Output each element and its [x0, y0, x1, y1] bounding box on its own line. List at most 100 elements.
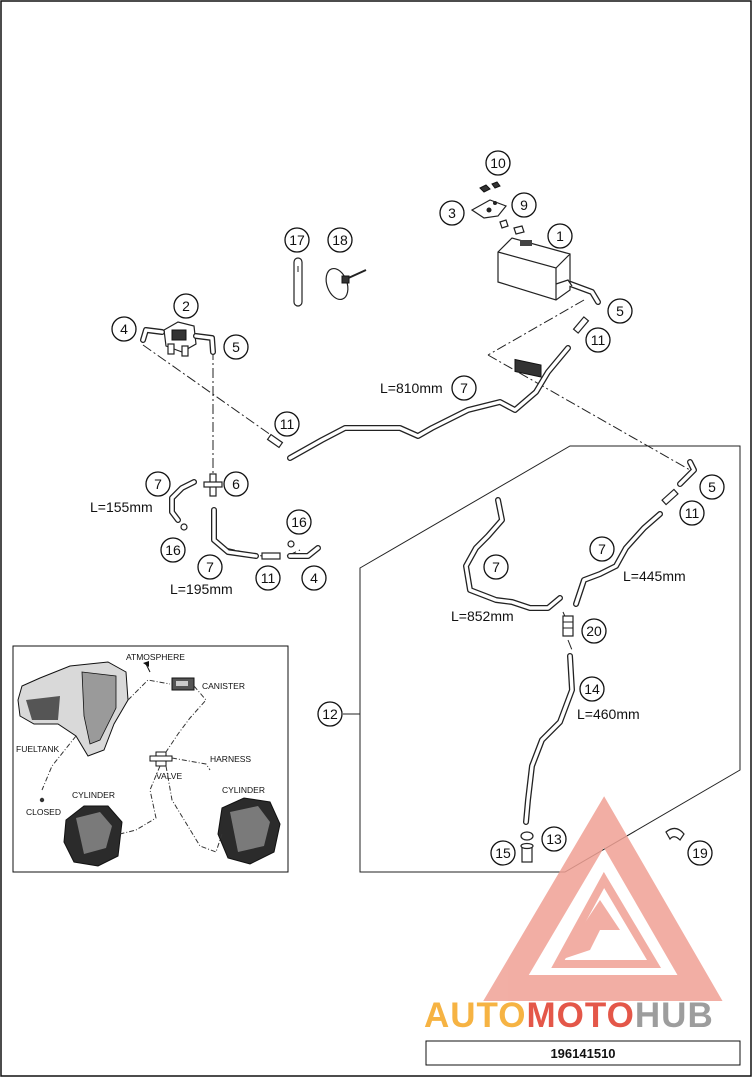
cylinder-right-drawing — [217, 797, 281, 865]
fueltank-drawing — [17, 661, 129, 757]
svg-text:5: 5 — [708, 479, 716, 495]
watermark-logo — [483, 796, 723, 1001]
svg-text:7: 7 — [460, 380, 468, 396]
callout-14: 14 — [579, 676, 605, 702]
schematic-label-cylinder-right: CYLINDER — [222, 785, 265, 795]
fitting-11-canister — [572, 316, 590, 334]
length-label-445: L=445mm — [623, 568, 686, 584]
callout-17: 17 — [284, 227, 310, 253]
callout-7-155: 7 — [145, 471, 171, 497]
callout-5-right: 5 — [699, 474, 725, 500]
svg-text:7: 7 — [206, 559, 214, 575]
schematic-label-closed: CLOSED — [26, 807, 61, 817]
svg-text:5: 5 — [616, 303, 624, 319]
svg-text:11: 11 — [280, 416, 295, 432]
callout-11-upper-left: 11 — [274, 411, 300, 437]
svg-text:11: 11 — [685, 505, 700, 521]
svg-text:15: 15 — [495, 845, 511, 861]
callout-7-810: 7 — [451, 375, 477, 401]
canister-bracket — [470, 181, 525, 235]
cylinder-left-drawing — [63, 805, 123, 867]
watermark-text-moto: MOTO — [527, 996, 635, 1035]
watermark-text: AUTOMOTOHUB — [424, 996, 714, 1035]
clamp-19 — [665, 827, 685, 841]
hose-810 — [287, 345, 571, 461]
svg-text:10: 10 — [490, 155, 506, 171]
length-label-852: L=852mm — [451, 608, 514, 624]
schematic-label-cylinder-left: CYLINDER — [72, 790, 115, 800]
svg-text:4: 4 — [120, 321, 128, 337]
clamp-13 — [520, 831, 534, 841]
hose-460 — [523, 653, 575, 825]
svg-text:7: 7 — [598, 541, 606, 557]
callout-2: 2 — [173, 293, 199, 319]
callout-11-lower: 11 — [255, 565, 281, 591]
fitting-20 — [562, 615, 574, 637]
watermark-text-auto: AUTO — [424, 996, 527, 1035]
length-label-155: L=155mm — [90, 499, 153, 515]
callout-10: 10 — [485, 150, 511, 176]
svg-text:4: 4 — [310, 570, 318, 586]
callout-7-852: 7 — [483, 554, 509, 580]
schematic-label-fueltank: FUELTANK — [16, 744, 59, 754]
svg-text:13: 13 — [546, 831, 562, 847]
callout-6: 6 — [223, 471, 249, 497]
callout-4-upper: 4 — [111, 316, 137, 342]
purge-valve — [140, 321, 216, 357]
part-number: 196141510 — [550, 1046, 615, 1061]
callout-4-lower: 4 — [301, 565, 327, 591]
schematic-label-valve: VALVE — [156, 771, 182, 781]
svg-text:18: 18 — [332, 232, 348, 248]
svg-text:16: 16 — [165, 542, 181, 558]
canister — [497, 237, 573, 378]
canister-drawing-mini — [171, 677, 195, 691]
svg-text:2: 2 — [182, 298, 190, 314]
hose-4-lower — [287, 540, 321, 559]
length-label-810: L=810mm — [380, 380, 443, 396]
hose-canister-outlet — [562, 279, 601, 305]
svg-text:7: 7 — [492, 559, 500, 575]
svg-text:9: 9 — [520, 197, 528, 213]
hose-445 — [573, 459, 697, 607]
callout-20: 20 — [581, 618, 607, 644]
callout-5-canister: 5 — [607, 298, 633, 324]
callout-15: 15 — [490, 840, 516, 866]
schematic-label-atmosphere: ATMOSPHERE — [126, 652, 185, 662]
callout-1: 1 — [547, 223, 573, 249]
svg-text:19: 19 — [692, 845, 708, 861]
callout-7-445: 7 — [589, 536, 615, 562]
callout-7-195: 7 — [197, 554, 223, 580]
cable-tie-17 — [293, 257, 303, 307]
cable-tie-18 — [325, 267, 367, 301]
callout-11-canister: 11 — [585, 327, 611, 353]
section-12-outline — [343, 445, 741, 873]
callout-18: 18 — [327, 227, 353, 253]
svg-text:16: 16 — [291, 514, 307, 530]
callout-13: 13 — [541, 826, 567, 852]
callout-16-left: 16 — [160, 537, 186, 563]
callout-9: 9 — [511, 192, 537, 218]
hose-852 — [463, 497, 563, 611]
watermark-text-hub: HUB — [635, 996, 714, 1035]
svg-text:7: 7 — [154, 476, 162, 492]
callout-11-right: 11 — [679, 500, 705, 526]
part-number-box — [425, 1040, 741, 1066]
callout-3: 3 — [439, 200, 465, 226]
callout-19: 19 — [687, 840, 713, 866]
callout-16-right: 16 — [286, 509, 312, 535]
svg-text:14: 14 — [584, 681, 600, 697]
svg-text:3: 3 — [448, 205, 456, 221]
length-label-195: L=195mm — [170, 581, 233, 597]
callout-5-valve: 5 — [223, 334, 249, 360]
t-fitting-6 — [203, 473, 223, 497]
svg-text:6: 6 — [232, 476, 240, 492]
svg-text:11: 11 — [261, 570, 276, 586]
svg-text:11: 11 — [591, 332, 606, 348]
svg-text:5: 5 — [232, 339, 240, 355]
svg-text:12: 12 — [322, 706, 338, 722]
schematic-inset — [12, 645, 289, 873]
schematic-label-canister: CANISTER — [202, 681, 245, 691]
fitting-11-upper-left — [266, 433, 284, 449]
